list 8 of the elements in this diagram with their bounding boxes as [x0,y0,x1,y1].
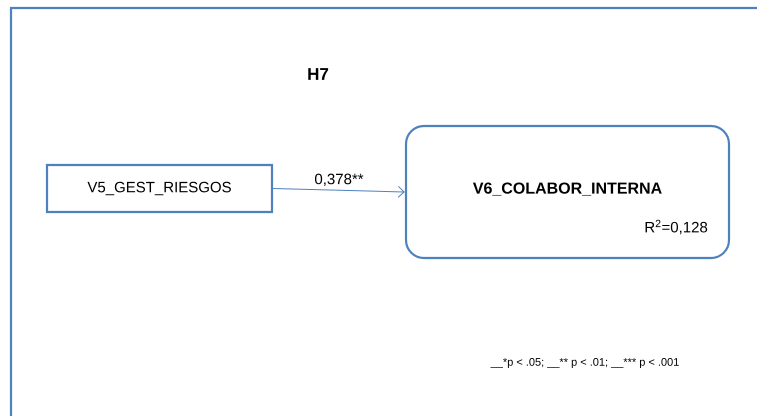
r-squared-value: R$^{2}$=0,128 [646,220,708,234]
variable-box [404,124,730,260]
variable-box: V5_GEST_RIESGOS [46,164,274,214]
arrow [272,186,405,198]
title: H7 [308,68,328,80]
edge-label: 0,378** [313,172,365,188]
variable-name: V6_COLABOR_INTERNA [472,182,662,196]
significance-note: __*p < .05; __** p < .01; __*** p < .001 [490,358,679,368]
